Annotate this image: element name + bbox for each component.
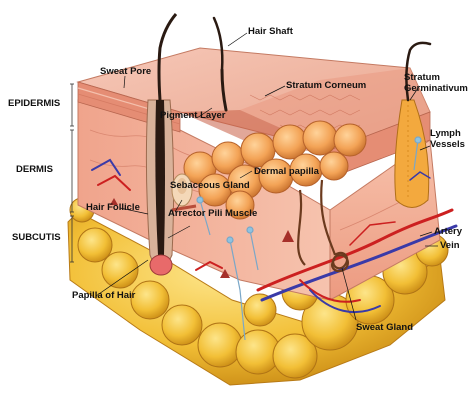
label-hair-follicle: Hair Follicle (86, 202, 140, 213)
label-vein: Vein (440, 240, 460, 251)
label-sweat-pore: Sweat Pore (100, 66, 151, 77)
label-stratum-corneum: Stratum Corneum (286, 80, 366, 91)
label-dermis: DERMIS (16, 164, 53, 175)
label-papilla-of-hair: Papilla of Hair (72, 290, 135, 301)
label-stratum-germinativum: Stratum Germinativum (404, 72, 472, 94)
label-pigment-layer: Pigment Layer (160, 110, 225, 121)
label-lymph-vessels: Lymph Vessels (430, 128, 470, 150)
label-epidermis: EPIDERMIS (8, 98, 60, 109)
label-dermal-papilla: Dermal papilla (254, 166, 319, 177)
label-sebaceous-gland: Sebaceous Gland (170, 180, 250, 191)
label-arrector-pili-muscle: Arrector Pili Muscle (168, 208, 257, 219)
label-hair-shaft: Hair Shaft (248, 26, 293, 37)
label-sweat-gland: Sweat Gland (356, 322, 413, 333)
label-artery: Artery (434, 226, 462, 237)
label-subcutis: SUBCUTIS (12, 232, 61, 243)
